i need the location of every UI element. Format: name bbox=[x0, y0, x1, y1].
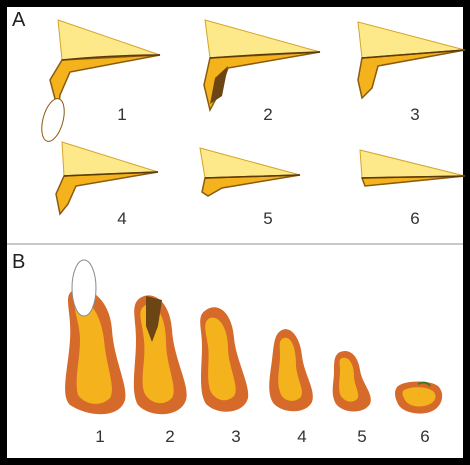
panel-a-number-3: 3 bbox=[405, 106, 425, 123]
panel-b-figure-5 bbox=[333, 351, 371, 412]
panel-b-figure-3 bbox=[200, 307, 248, 411]
panel-b-figure-2 bbox=[134, 295, 187, 414]
panel-a-figure-3 bbox=[358, 22, 465, 98]
panel-b-number-2: 2 bbox=[160, 428, 180, 445]
panel-b-figure-6 bbox=[395, 382, 442, 414]
panel-a-number-1: 1 bbox=[112, 106, 132, 123]
panel-a-figure-6 bbox=[360, 150, 465, 186]
panel-a-figure-1 bbox=[38, 20, 160, 144]
panel-a-number-2: 2 bbox=[258, 106, 278, 123]
panel-b-number-3: 3 bbox=[226, 428, 246, 445]
panel-b-figure-4 bbox=[269, 329, 313, 411]
panel-b-figure-1 bbox=[65, 260, 125, 414]
panel-a-figure-4 bbox=[56, 142, 158, 214]
panel-a-number-6: 6 bbox=[405, 210, 425, 227]
panel-a-figure-5 bbox=[200, 148, 300, 196]
panel-b-number-5: 5 bbox=[352, 428, 372, 445]
panel-b-number-6: 6 bbox=[415, 428, 435, 445]
panel-a-number-5: 5 bbox=[258, 210, 278, 227]
panel-a-figure-2 bbox=[204, 20, 320, 110]
panel-a-number-4: 4 bbox=[112, 210, 132, 227]
panel-b-number-1: 1 bbox=[90, 428, 110, 445]
panel-b-number-4: 4 bbox=[292, 428, 312, 445]
